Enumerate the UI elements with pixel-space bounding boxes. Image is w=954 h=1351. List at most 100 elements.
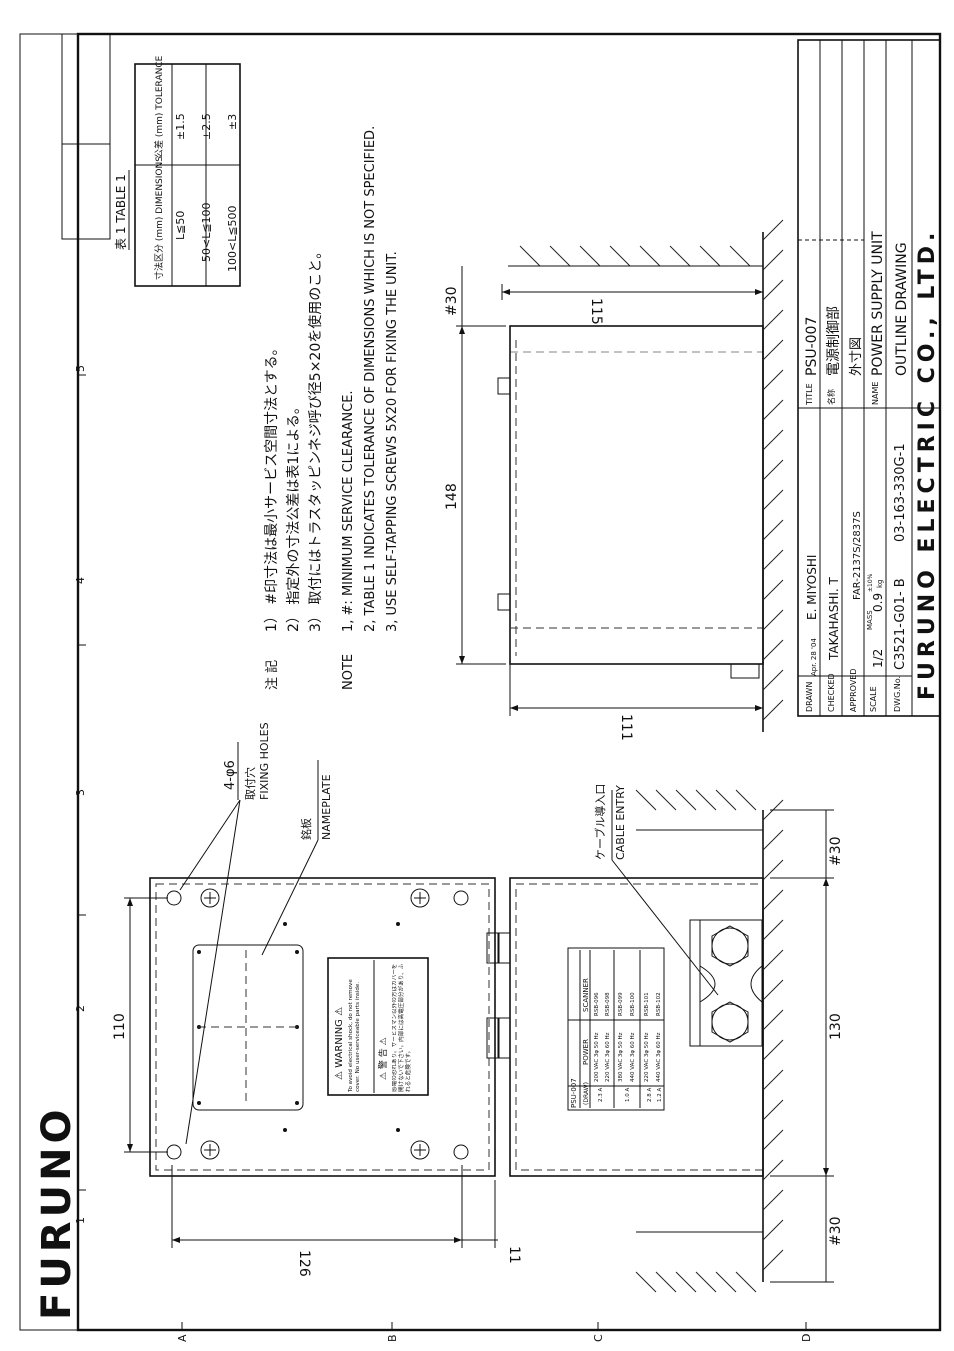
tb-dwg-no: C3521-G01- B — [893, 578, 908, 670]
spec-row6-draw: 1.2 A — [657, 1088, 663, 1102]
tb-mass: 0.9 — [871, 593, 885, 612]
furuno-logo: FURUNO — [34, 1105, 80, 1320]
table1-row3-dim-visible: 100<L≦500 — [226, 205, 239, 272]
spec-row5-power: 220 VAC 3φ 50 Hz — [644, 1032, 650, 1082]
callouts: 4-φ6 取付穴 FIXING HOLES 銘板 NAMEPLATE ケーブル導… — [179, 722, 719, 1145]
spec-row6-scanner: RSB-102 — [656, 992, 662, 1016]
hatching-front — [635, 789, 784, 1293]
table1-row1-tol: ±1.5 — [174, 113, 187, 140]
zone-D: D — [800, 1334, 813, 1342]
notes-en-1: 1, #: MINIMUM SERVICE CLEARANCE. — [341, 390, 356, 632]
zone-B: B — [386, 1334, 399, 1342]
fixing-holes-jp: 取付穴 — [243, 767, 257, 800]
tb-title-label: TITLE — [805, 383, 814, 406]
tb-mass-unit: kg — [876, 580, 884, 589]
dim-side-clearance: #30 — [444, 286, 460, 316]
table1-row1-dim: L≦50 — [174, 211, 187, 240]
dim-top-width: 110 — [112, 1013, 128, 1040]
zone-5: 5 — [74, 365, 87, 372]
zone-4: 4 — [74, 577, 87, 584]
tb-mass-label: MASS — [866, 610, 874, 630]
tb-approved-label: APPROVED — [849, 668, 858, 712]
notes-jp-3: 3） 取付にはトラスタッピンネジ呼び径5×20を使用のこと。 — [307, 245, 324, 632]
side-view-dimensions: 148 #30 115 111 — [444, 266, 763, 741]
fixing-holes-en: FIXING HOLES — [258, 722, 271, 800]
tolerance-table: 表 1 TABLE 1 寸法区分 (mm) DIMENSIONS 公差 (mm)… — [114, 55, 241, 287]
zone-3: 3 — [74, 789, 87, 796]
front-view-dimensions: 130 #30 #30 — [770, 809, 844, 1283]
tb-drawing-type: OUTLINE DRAWING — [894, 242, 910, 376]
warning-text-en: To avoid electrical shock, do not remove… — [348, 979, 361, 1092]
tb-mass-tol: ±10% — [867, 573, 874, 592]
top-view-dimensions: 110 126 11 — [112, 897, 522, 1277]
notes-jp-2: 2） 指定外の寸法公差は表1による。 — [286, 400, 302, 632]
spec-row1-power: 200 VAC 3φ 50 Hz — [594, 1032, 600, 1082]
spec-row3-scanner: RSB-099 — [618, 992, 624, 1016]
spec-row3-power: 380 VAC 3φ 50 Hz — [618, 1032, 624, 1082]
tb-title: PSU-007 — [804, 317, 820, 376]
spec-header-draw: (DRAW) — [583, 1082, 590, 1105]
tb-checked-by: TAKAHASHI. T — [827, 576, 841, 661]
spec-row3-draw: 1.0 A — [625, 1088, 631, 1102]
spec-row5-scanner: RSB-101 — [644, 992, 650, 1016]
notes-jp-label: 注 記 — [264, 660, 280, 690]
notes-japanese: 注 記 1） #印寸法は最小サービス空間寸法とする。 2） 指定外の寸法公差は表… — [264, 245, 324, 690]
tb-checked-label: CHECKED — [827, 673, 836, 712]
notes-en-3: 3, USE SELF-TAPPING SCREWS 5X20 FOR FIXI… — [385, 251, 400, 632]
dim-left-small: 11 — [506, 1246, 522, 1264]
spec-row2-power: 220 VAC 3φ 60 Hz — [605, 1032, 611, 1082]
nameplate-jp: 銘板 — [299, 818, 313, 840]
dim-clearance-right: #30 — [828, 836, 844, 866]
table1-row3-tol: ±3 — [226, 114, 239, 130]
spec-row2-scanner: RSB-098 — [605, 992, 611, 1016]
dim-side-depth: 148 — [444, 483, 460, 510]
front-view-mounting-surface — [636, 810, 764, 1282]
nameplate-en: NAMEPLATE — [320, 774, 333, 840]
tb-company: FURUNO ELECTRIC CO., LTD. — [915, 228, 940, 700]
zone-C: C — [592, 1334, 605, 1342]
cable-entry-jp: ケーブル導入口 — [593, 784, 607, 860]
front-view: PSU-007 (DRAW) POWER SCANNER 2.3 A 200 V… — [497, 877, 764, 1177]
tb-dwg-label: DWG.No. — [893, 676, 902, 712]
tb-drawn-label: DRAWN — [805, 682, 814, 712]
dim-left-height: 126 — [296, 1250, 312, 1277]
spec-header-scanner: SCANNER — [582, 978, 590, 1012]
dim-clearance-left: #30 — [828, 1216, 844, 1246]
tb-name-en: POWER SUPPLY UNIT — [870, 231, 886, 376]
side-view — [497, 325, 764, 679]
dim-side-height: 115 — [588, 298, 604, 325]
spec-plate-model: PSU-007 — [570, 1078, 578, 1108]
tb-name-jp: 電源制御部 — [826, 306, 842, 376]
tb-name-label: NAME — [871, 382, 880, 405]
tb-scale-label: SCALE — [869, 686, 878, 712]
tb-part-no: 03-163-330G-1 — [893, 443, 908, 542]
notes-en-2: 2, TABLE 1 INDICATES TOLERANCE OF DIMENS… — [363, 126, 378, 632]
tb-ref: FAR-2137S/2837S — [852, 511, 863, 600]
tb-name-jp-label: 名称 — [826, 389, 836, 405]
tb-scale: 1/2 — [871, 649, 885, 668]
spec-row4-scanner: RSB-100 — [630, 992, 636, 1016]
spec-row1-draw: 2.3 A — [598, 1088, 604, 1102]
fixing-holes-size: 4-φ6 — [223, 760, 238, 790]
tb-outline-jp: 外寸図 — [849, 337, 864, 376]
table1-title: 表 1 TABLE 1 — [114, 174, 128, 250]
table1-row3: 100<L≦500 — [205, 63, 241, 287]
title-block: DRAWN Apr. 28 '04 E. MIYOSHI CHECKED TAK… — [797, 39, 941, 717]
spec-row4-power: 440 VAC 3φ 60 Hz — [630, 1032, 636, 1082]
dim-side-total: 111 — [618, 714, 634, 741]
spec-header-power: POWER — [582, 1039, 590, 1065]
zone-1: 1 — [74, 1217, 87, 1224]
spec-row5-draw: 2.8 A — [647, 1088, 653, 1102]
warning-title-jp: ⚠ 警 告 ⚠ — [377, 1037, 389, 1080]
hatching-side — [519, 219, 784, 721]
top-view: ⚠ WARNING ⚠ To avoid electrical shock, d… — [149, 877, 500, 1177]
warning-title: ⚠ WARNING ⚠ — [334, 1007, 345, 1080]
side-view-mounting — [508, 232, 764, 732]
tb-drawn-by: E. MIYOSHI — [805, 555, 819, 620]
notes-english: NOTE 1, #: MINIMUM SERVICE CLEARANCE. 2,… — [341, 126, 400, 690]
notes-en-label: NOTE — [341, 654, 356, 690]
spec-row1-scanner: RSB-096 — [594, 992, 600, 1016]
table1-header-dim: 寸法区分 (mm) DIMENSIONS — [153, 156, 165, 280]
zone-markers: A B C D 1 2 3 4 5 — [74, 365, 813, 1342]
